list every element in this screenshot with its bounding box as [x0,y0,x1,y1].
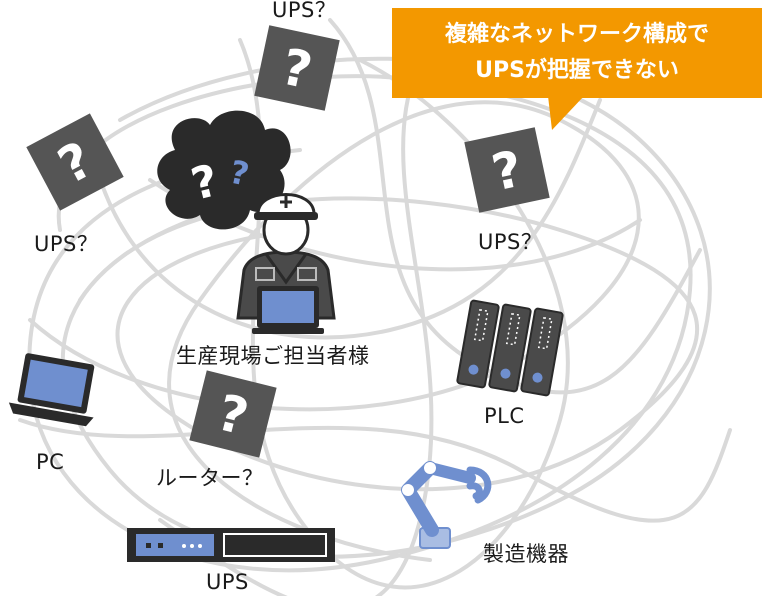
label-router: ルーター？ [156,466,264,490]
callout-bubble [392,8,762,130]
label-pc: PC [36,450,65,474]
tangled-network-lines [18,18,732,596]
ups-device-icon [127,528,335,562]
callout-line-1: 複雑なネットワーク構成で [444,22,709,47]
label-machine: 製造機器 [483,542,569,566]
label-ups-top: UPS？ [272,0,337,22]
laptop-icon [252,286,324,334]
label-operator: 生産現場ご担当者様 [176,344,370,368]
question-mark-box-icon: ? [254,25,340,111]
callout-line-2: UPSが把握できない [475,58,679,83]
question-mark-box-icon: ? [26,113,124,211]
label-ups-right: UPS？ [478,230,543,254]
confused-thought-cloud-icon: ? ? [157,110,291,230]
robot-arm-icon [401,461,492,549]
label-ups-bottom: UPS [206,570,249,594]
label-plc: PLC [484,404,525,428]
label-ups-left: UPS？ [34,232,99,256]
question-mark-box-icon: ? [189,370,277,458]
laptop-icon [8,353,95,427]
question-mark-box-icon: ? [464,127,550,213]
plc-server-rack-icon [456,299,564,397]
